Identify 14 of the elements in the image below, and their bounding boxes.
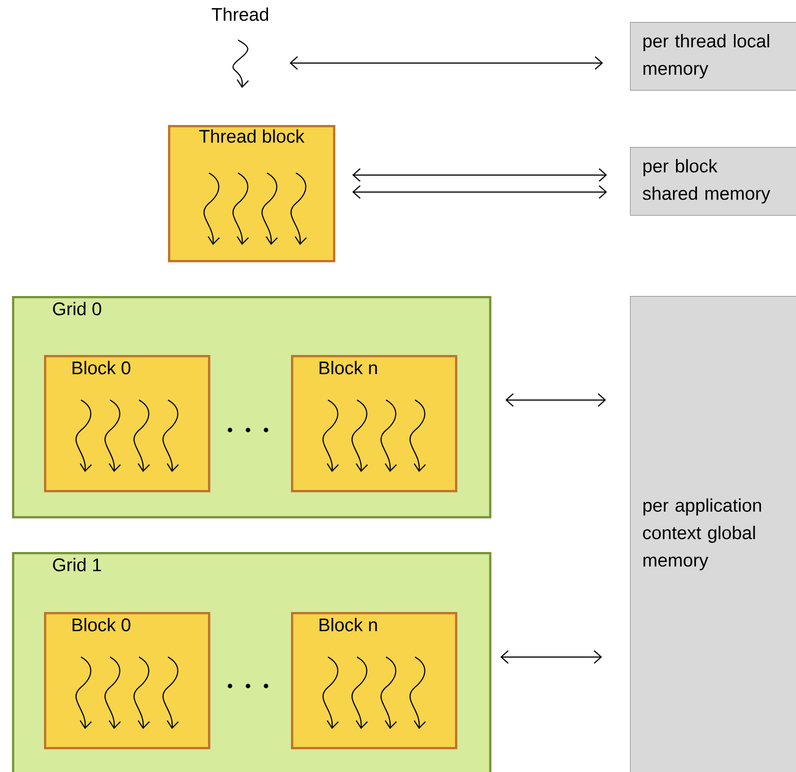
double-arrow	[505, 393, 606, 407]
double-arrow	[352, 185, 607, 199]
block-box: Block 0	[44, 612, 210, 750]
memory-box: per thread local memory	[630, 22, 796, 91]
block-box: Block n	[291, 612, 458, 750]
thread-block-box: Thread block	[168, 125, 336, 262]
memory-box: per application context global memory	[630, 296, 796, 772]
double-arrow	[500, 650, 602, 664]
double-arrow	[290, 56, 603, 70]
thread-label: Thread	[212, 7, 268, 21]
memory-box: per block shared memory	[630, 147, 796, 216]
double-arrow	[352, 168, 607, 182]
block-box: Block n	[291, 355, 458, 492]
block-box: Block 0	[44, 355, 210, 492]
